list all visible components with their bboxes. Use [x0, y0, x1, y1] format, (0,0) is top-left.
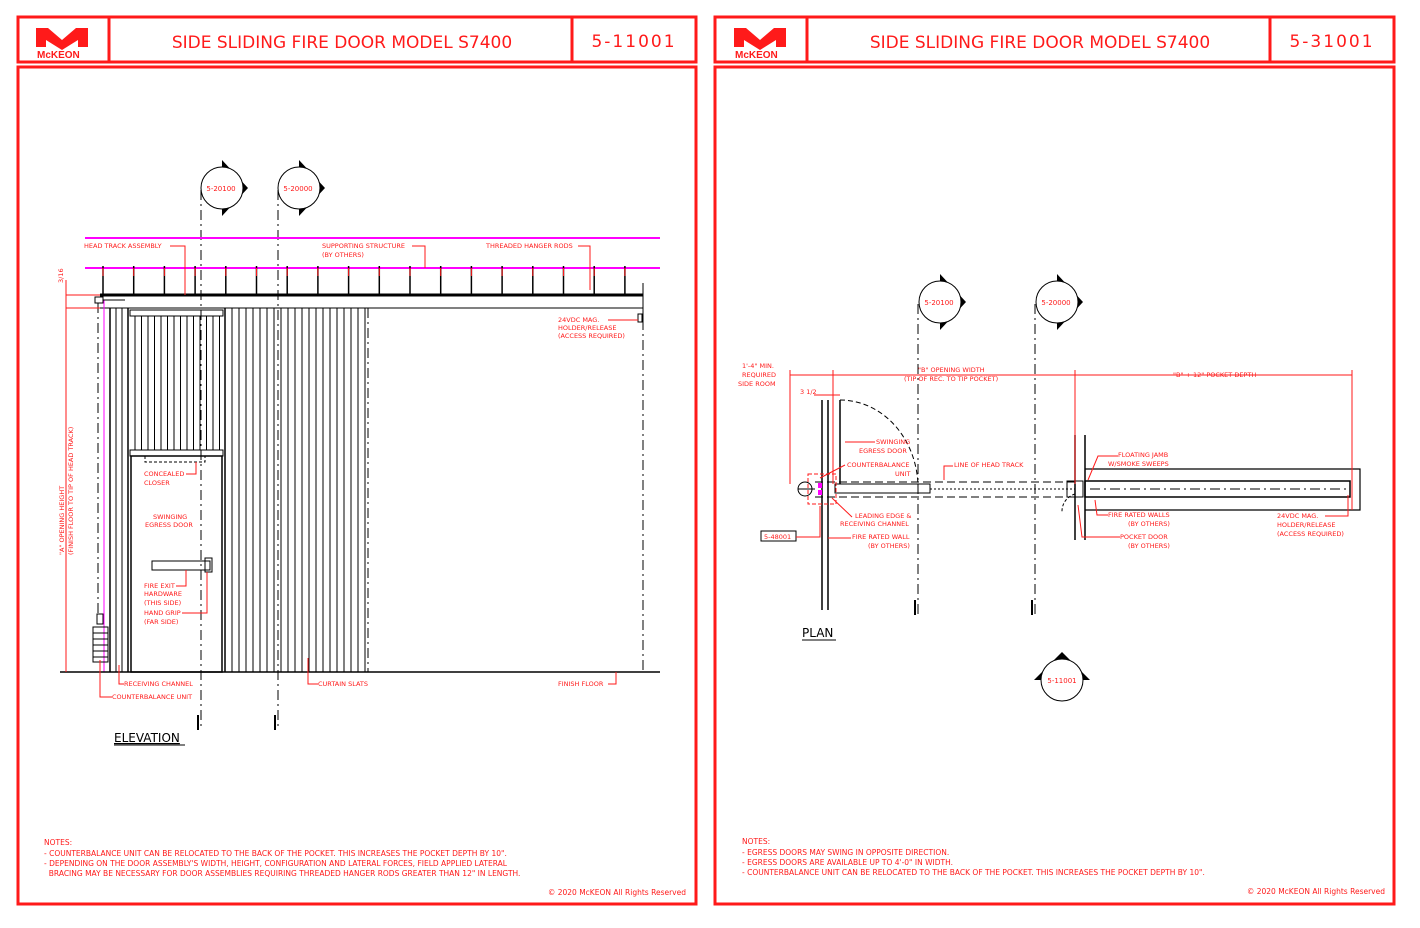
svg-text:(THIS SIDE): (THIS SIDE) [144, 599, 181, 607]
svg-text:"B" OPENING WIDTH: "B" OPENING WIDTH [918, 366, 985, 374]
svg-text:FIRE RATED WALL: FIRE RATED WALL [852, 533, 910, 541]
svg-text:- COUNTERBALANCE UNIT CAN BE R: - COUNTERBALANCE UNIT CAN BE RELOCATED T… [44, 849, 507, 858]
svg-text:LEADING EDGE &: LEADING EDGE & [855, 512, 911, 520]
svg-text:RECEIVING CHANNEL: RECEIVING CHANNEL [124, 680, 193, 688]
svg-text:- EGRESS DOORS MAY SWING IN OP: - EGRESS DOORS MAY SWING IN OPPOSITE DIR… [742, 848, 949, 857]
title-block: McKEON SIDE SLIDING FIRE DOOR MODEL S740… [16, 15, 698, 64]
svg-text:(ACCESS REQUIRED): (ACCESS REQUIRED) [1277, 530, 1344, 538]
view-label: ELEVATION [114, 731, 180, 745]
svg-text:HOLDER/RELEASE: HOLDER/RELEASE [558, 324, 616, 332]
svg-text:24VDC MAG.: 24VDC MAG. [1277, 512, 1318, 520]
opening-height-label: "A" OPENING HEIGHT [58, 486, 66, 555]
svg-text:CLOSER: CLOSER [144, 479, 170, 487]
logo-text: McKEON [37, 50, 80, 61]
svg-text:FINISH FLOOR: FINISH FLOOR [558, 680, 604, 688]
svg-text:COUNTERBALANCE UNIT: COUNTERBALANCE UNIT [112, 693, 192, 701]
svg-text:SWINGING: SWINGING [876, 438, 910, 446]
svg-text:24VDC MAG.: 24VDC MAG. [558, 316, 599, 324]
svg-text:W/SMOKE SWEEPS: W/SMOKE SWEEPS [1108, 460, 1169, 468]
title-block: McKEON SIDE SLIDING FIRE DOOR MODEL S740… [713, 15, 1396, 64]
view-label: PLAN [802, 626, 833, 640]
svg-text:SIDE ROOM: SIDE ROOM [738, 380, 776, 388]
notes: NOTES: - EGRESS DOORS MAY SWING IN OPPOS… [742, 837, 1205, 877]
sheet-number: 5-31001 [1289, 32, 1374, 52]
transom-slats [134, 316, 220, 450]
svg-text:HOLDER/RELEASE: HOLDER/RELEASE [1277, 521, 1335, 529]
svg-text:(BY OTHERS): (BY OTHERS) [322, 251, 364, 259]
sheet-number: 5-11001 [591, 32, 676, 52]
svg-text:FIRE RATED WALLS: FIRE RATED WALLS [1108, 511, 1170, 519]
section-marker: 5-20000 [277, 160, 325, 216]
svg-text:"B" + 12" POCKET DEPTH: "B" + 12" POCKET DEPTH [1173, 371, 1256, 379]
curtain-slats [231, 308, 366, 672]
sheet-plan: McKEON SIDE SLIDING FIRE DOOR MODEL S740… [713, 15, 1396, 906]
swinging-egress-door [130, 455, 223, 673]
svg-text:5-48001: 5-48001 [764, 533, 791, 541]
logo-text: McKEON [735, 50, 778, 61]
svg-text:5-20100: 5-20100 [924, 299, 953, 307]
svg-text:(BY OTHERS): (BY OTHERS) [868, 542, 910, 550]
svg-text:- COUNTERBALANCE UNIT CAN BE R: - COUNTERBALANCE UNIT CAN BE RELOCATED T… [742, 868, 1205, 877]
svg-text:CONCEALED: CONCEALED [144, 470, 184, 478]
svg-text:NOTES:: NOTES: [44, 838, 72, 847]
svg-text:CURTAIN SLATS: CURTAIN SLATS [318, 680, 368, 688]
svg-text:1'-4" MIN.: 1'-4" MIN. [742, 362, 774, 370]
svg-text:(BY OTHERS): (BY OTHERS) [1128, 542, 1170, 550]
svg-text:- DEPENDING ON THE DOOR ASSEMB: - DEPENDING ON THE DOOR ASSEMBLY'S WIDTH… [44, 859, 508, 868]
svg-text:NOTES:: NOTES: [742, 837, 770, 846]
copyright: © 2020 McKEON All Rights Reserved [1247, 887, 1385, 896]
section-marker: 5-20100 [918, 274, 966, 330]
drawing-border [713, 65, 1396, 906]
svg-text:FIRE EXIT: FIRE EXIT [144, 582, 175, 590]
drawing-border [16, 65, 698, 906]
svg-text:LINE OF HEAD TRACK: LINE OF HEAD TRACK [954, 461, 1024, 469]
svg-text:EGRESS DOOR: EGRESS DOOR [145, 521, 193, 529]
svg-text:(TIP OF REC. TO TIP POCKET): (TIP OF REC. TO TIP POCKET) [904, 375, 998, 383]
svg-text:REQUIRED: REQUIRED [742, 371, 776, 379]
sheet-elevation: McKEON SIDE SLIDING FIRE DOOR MODEL S740… [16, 15, 698, 906]
svg-text:FLOATING JAMB: FLOATING JAMB [1118, 451, 1168, 459]
svg-text:5-11001: 5-11001 [1047, 677, 1076, 685]
svg-text:HEAD TRACK ASSEMBLY: HEAD TRACK ASSEMBLY [84, 242, 162, 250]
svg-text:HARDWARE: HARDWARE [144, 590, 182, 598]
svg-text:EGRESS DOOR: EGRESS DOOR [859, 447, 907, 455]
section-marker: 5-20100 [200, 160, 248, 216]
svg-text:(BY OTHERS): (BY OTHERS) [1128, 520, 1170, 528]
svg-text:5-20000: 5-20000 [283, 185, 312, 193]
section-marker: 5-11001 [1034, 652, 1090, 702]
svg-text:5-20000: 5-20000 [1041, 299, 1070, 307]
pocket-door [1084, 480, 1351, 498]
mckeon-logo: McKEON [36, 28, 88, 61]
fire-exit-hardware [151, 560, 211, 571]
svg-text:SWINGING: SWINGING [153, 513, 187, 521]
mckeon-logo: McKEON [734, 28, 786, 61]
section-marker: 5-20000 [1035, 274, 1083, 330]
detail-reference-tag: 5-48001 [760, 506, 821, 542]
svg-text:BRACING MAY BE NECESSARY FOR D: BRACING MAY BE NECESSARY FOR DOOR ASSEMB… [44, 869, 520, 878]
sheet-title: SIDE SLIDING FIRE DOOR MODEL S7400 [870, 33, 1210, 53]
sheet-title: SIDE SLIDING FIRE DOOR MODEL S7400 [172, 33, 512, 53]
svg-text:POCKET DOOR: POCKET DOOR [1120, 533, 1168, 541]
notes: NOTES: - COUNTERBALANCE UNIT CAN BE RELO… [44, 838, 520, 878]
svg-text:COUNTERBALANCE: COUNTERBALANCE [847, 461, 910, 469]
threaded-hanger-rods [102, 266, 626, 295]
svg-text:THREADED HANGER RODS: THREADED HANGER RODS [485, 242, 573, 250]
svg-text:(FINISH FLOOR TO TIP OF HEAD T: (FINISH FLOOR TO TIP OF HEAD TRACK) [67, 427, 75, 555]
svg-text:SUPPORTING STRUCTURE: SUPPORTING STRUCTURE [322, 242, 405, 250]
svg-text:UNIT: UNIT [895, 470, 911, 478]
svg-text:RECEIVING CHANNEL: RECEIVING CHANNEL [840, 520, 909, 528]
copyright: © 2020 McKEON All Rights Reserved [548, 888, 686, 897]
svg-text:3/16: 3/16 [57, 268, 65, 283]
svg-text:- EGRESS DOORS ARE AVAILABLE U: - EGRESS DOORS ARE AVAILABLE UP TO 4'-0"… [742, 858, 953, 867]
svg-text:(FAR SIDE): (FAR SIDE) [144, 618, 178, 626]
svg-text:5-20100: 5-20100 [206, 185, 235, 193]
svg-text:(ACCESS REQUIRED): (ACCESS REQUIRED) [558, 332, 625, 340]
svg-text:HAND GRIP: HAND GRIP [144, 609, 181, 617]
svg-text:3 1/2: 3 1/2 [800, 388, 817, 396]
